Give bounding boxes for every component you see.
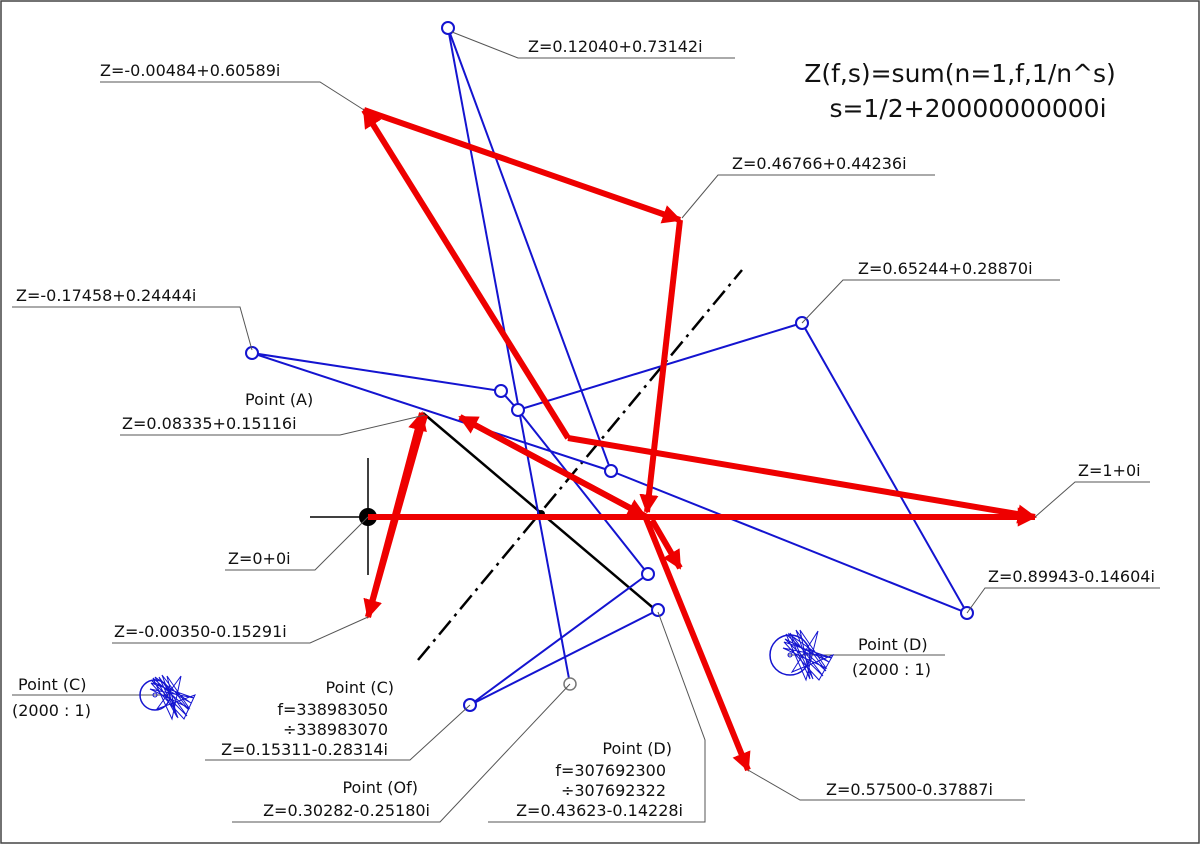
label-point-d-right-name: Point (D) bbox=[858, 635, 928, 654]
label-point-c-f1: f=338983050 bbox=[277, 700, 388, 719]
label-point-d-z: Z=0.43623-0.14228i bbox=[516, 801, 683, 820]
symmetry-axis bbox=[417, 269, 743, 661]
label-point-d-right-scale: (2000 : 1) bbox=[852, 660, 931, 679]
point-c-detail-star bbox=[139, 674, 196, 721]
label-point-c-name: Point (C) bbox=[326, 678, 394, 697]
label-z-red-corner: Z=0.46766+0.44236i bbox=[732, 154, 907, 173]
label-point-c-f2: ÷338983070 bbox=[283, 720, 388, 739]
point-d-detail-star bbox=[769, 629, 835, 682]
label-z-lower-left: Z=-0.00350-0.15291i bbox=[114, 622, 287, 641]
formula-parameter: s=1/2+20000000000i bbox=[829, 94, 1106, 123]
label-point-d-f2: ÷307692322 bbox=[561, 781, 666, 800]
label-point-a-z: Z=0.08335+0.15116i bbox=[122, 414, 297, 433]
label-z-top: Z=0.12040+0.73142i bbox=[528, 37, 703, 56]
label-point-d-f1: f=307692300 bbox=[555, 761, 666, 780]
formula-title: Z(f,s)=sum(n=1,f,1/n^s) bbox=[804, 59, 1116, 88]
red-arrow-path bbox=[361, 107, 1037, 772]
label-point-d-name: Point (D) bbox=[602, 739, 672, 758]
label-z-zero: Z=0+0i bbox=[228, 549, 291, 568]
label-point-c-left-scale: (2000 : 1) bbox=[12, 701, 91, 720]
label-point-c-left-name: Point (C) bbox=[18, 675, 86, 694]
label-z-bottom-right: Z=0.57500-0.37887i bbox=[826, 780, 993, 799]
label-point-of-name: Point (Of) bbox=[342, 778, 418, 797]
label-z-left: Z=-0.17458+0.24444i bbox=[16, 286, 196, 305]
label-z-one: Z=1+0i bbox=[1078, 461, 1141, 480]
label-z-right-upper: Z=0.65244+0.28870i bbox=[858, 259, 1033, 278]
label-point-a-name: Point (A) bbox=[245, 390, 313, 409]
label-point-of-z: Z=0.30282-0.25180i bbox=[263, 801, 430, 820]
blue-vertex-markers bbox=[245, 21, 974, 712]
blue-path-lower bbox=[469, 409, 659, 706]
label-point-c-z: Z=0.15311-0.28314i bbox=[221, 740, 388, 759]
label-z-right-lower: Z=0.89943-0.14604i bbox=[988, 567, 1155, 586]
blue-path-spoke bbox=[447, 27, 571, 685]
label-z-upper-left: Z=-0.00484+0.60589i bbox=[100, 61, 280, 80]
